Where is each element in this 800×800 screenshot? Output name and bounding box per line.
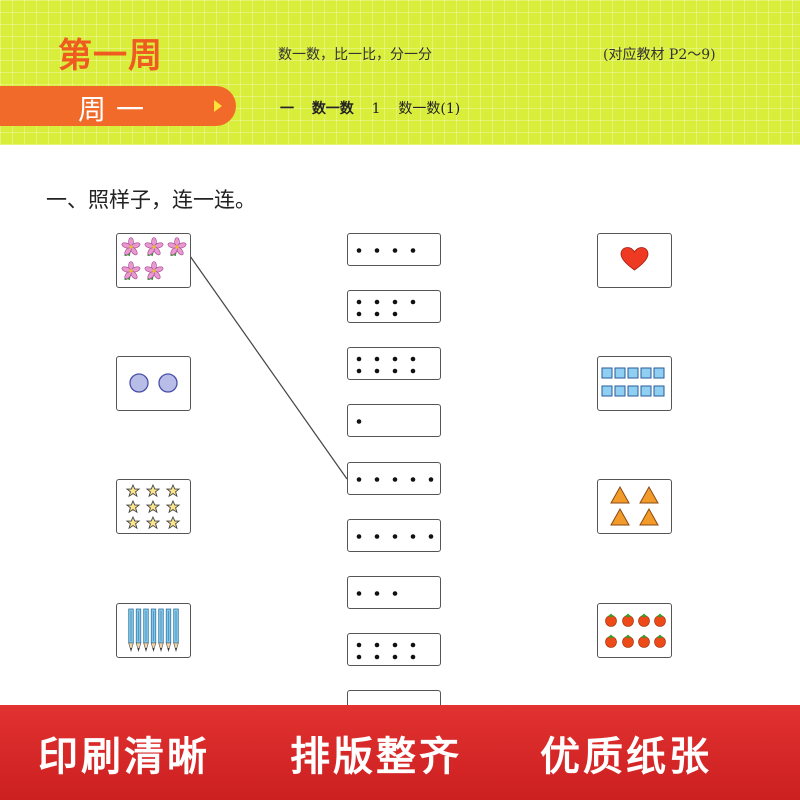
picture-card-tomatoes[interactable] — [597, 603, 672, 658]
dot — [410, 356, 416, 362]
picture-card-stars[interactable] — [116, 479, 191, 534]
unit-topic: 数一数，比一比，分一分 — [278, 47, 432, 63]
lesson-prefix: 一 — [280, 101, 294, 117]
dot-group — [356, 356, 416, 374]
dot-group — [356, 591, 398, 596]
lesson-title: 数一数(1) — [398, 101, 461, 117]
dot-group — [356, 299, 416, 317]
picture-card-triangles[interactable] — [597, 479, 672, 534]
dot — [374, 477, 380, 482]
dot — [428, 534, 434, 539]
dot — [356, 642, 362, 648]
dot — [356, 654, 362, 660]
dot — [356, 299, 362, 305]
dot-card[interactable] — [347, 347, 441, 380]
dot — [374, 368, 380, 374]
dot — [410, 368, 416, 374]
dot — [392, 311, 398, 317]
dot — [374, 654, 380, 660]
dot — [410, 299, 416, 305]
dot-card[interactable] — [347, 290, 441, 323]
dot — [356, 477, 362, 482]
promo-banner — [0, 705, 800, 800]
dot — [374, 356, 380, 362]
picture-card-pencils[interactable] — [116, 603, 191, 658]
day-band — [0, 86, 236, 126]
flower-icon — [120, 236, 188, 282]
dot — [356, 248, 362, 253]
dot — [392, 477, 398, 482]
picture-card-heart[interactable] — [597, 233, 672, 288]
dot — [392, 368, 398, 374]
dot — [410, 534, 416, 539]
dot — [392, 534, 398, 539]
dot-card[interactable] — [347, 462, 441, 495]
example-connection-line — [189, 255, 348, 480]
dot — [374, 311, 380, 317]
arrow-right-icon — [214, 100, 222, 112]
triangle-icon — [610, 485, 659, 526]
dot — [356, 534, 362, 539]
dot — [410, 642, 416, 648]
circle-icon — [129, 373, 178, 393]
dot — [410, 477, 416, 482]
tomato-icon — [605, 613, 666, 648]
exercise-instruction: 一、照样子，连一连。 — [46, 188, 256, 212]
lesson-bold: 数一数 — [311, 101, 354, 117]
dot-group — [356, 248, 416, 253]
square-icon — [601, 367, 665, 397]
dot — [392, 248, 398, 253]
dot — [374, 248, 380, 253]
pencil-icon — [128, 608, 179, 652]
dot — [356, 311, 362, 317]
picture-card-flowers[interactable] — [116, 233, 191, 288]
heart-icon — [620, 247, 649, 271]
slogan-paper-quality: 优质纸张 — [540, 734, 712, 780]
dot — [392, 356, 398, 362]
picture-card-circles[interactable] — [116, 356, 191, 411]
dot — [356, 368, 362, 374]
dot — [410, 248, 416, 253]
dot — [356, 419, 362, 424]
lesson-number: 1 — [371, 101, 381, 117]
dot-card[interactable] — [347, 633, 441, 666]
dot — [374, 299, 380, 305]
dot-card[interactable] — [347, 519, 441, 552]
day-label: 周一 — [78, 93, 155, 126]
dot-group — [356, 642, 416, 660]
dot — [356, 591, 362, 596]
dot-card[interactable] — [347, 233, 441, 266]
dot — [410, 654, 416, 660]
lesson-line: 一 数一数 1 数一数(1) — [280, 98, 460, 118]
dot-card[interactable] — [347, 404, 441, 437]
week-title: 第一周 — [58, 36, 163, 76]
textbook-reference: (对应教材 P2～9) — [603, 47, 716, 63]
dot-card[interactable] — [347, 576, 441, 609]
dot-group — [356, 477, 434, 482]
dot-group — [356, 534, 434, 539]
dot — [374, 642, 380, 648]
picture-card-squares[interactable] — [597, 356, 672, 411]
dot — [392, 642, 398, 648]
dot — [374, 534, 380, 539]
dot — [356, 356, 362, 362]
dot — [374, 591, 380, 596]
dot — [428, 477, 434, 482]
dot — [392, 591, 398, 596]
slogan-print-clarity: 印刷清晰 — [38, 734, 210, 780]
dot — [392, 299, 398, 305]
dot — [392, 654, 398, 660]
slogan-layout: 排版整齐 — [290, 734, 462, 780]
star-icon — [126, 484, 180, 529]
dot-group — [356, 419, 362, 424]
